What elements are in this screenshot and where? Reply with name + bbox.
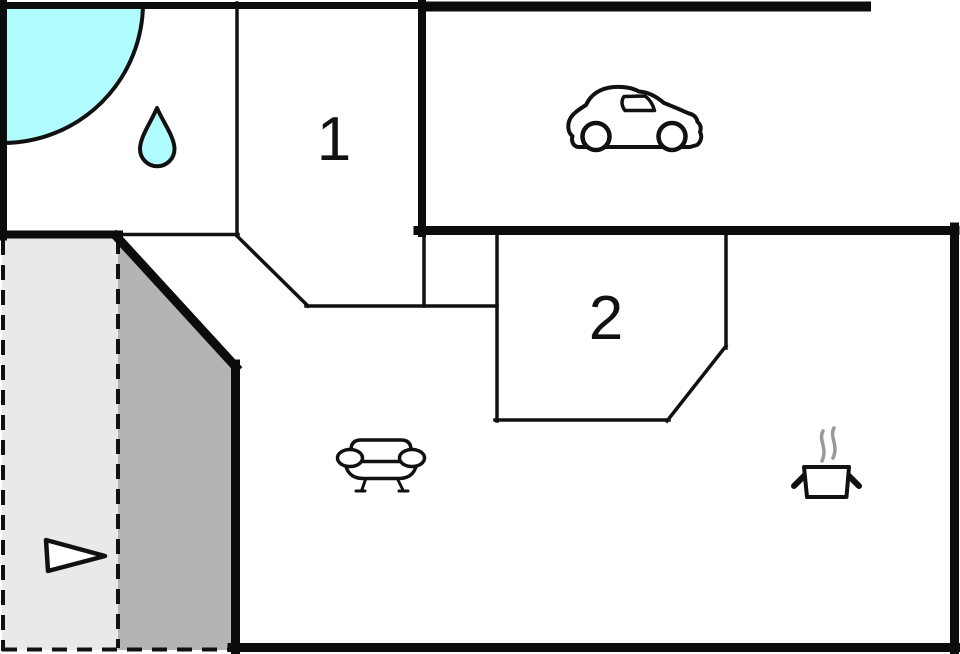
- direction-triangle-icon: [43, 537, 108, 574]
- car-icon: [566, 84, 704, 153]
- interior-walls: [116, 1, 729, 424]
- terrace-dashed-boundary: [1, 239, 235, 652]
- terrace-area: [2, 236, 118, 650]
- water-drop-icon: [138, 106, 177, 169]
- corner-shower: [2, 2, 145, 145]
- steam-icon: [819, 426, 837, 463]
- sofa-icon: [335, 438, 427, 493]
- room-2-label: 2: [589, 284, 623, 353]
- room-1-label: 1: [317, 105, 351, 174]
- cooking-pot-icon: [791, 426, 862, 499]
